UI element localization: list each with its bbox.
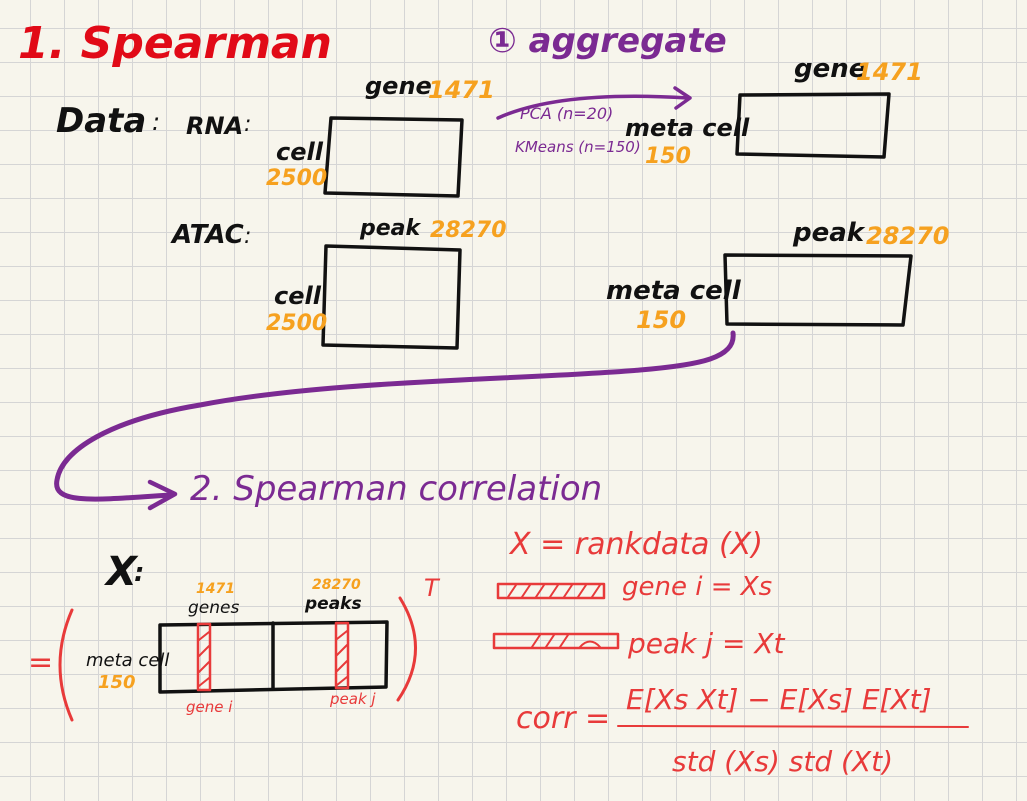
transpose-label: T <box>424 574 439 602</box>
pca-label: PCA (n=20) <box>520 104 614 123</box>
x-row-count: 150 <box>98 672 136 693</box>
peaks-label: peaks <box>305 594 362 614</box>
rna-gene-label: gene <box>365 72 432 100</box>
left-paren <box>58 608 74 722</box>
x-matrix-box <box>158 620 389 694</box>
corr-numerator: E[Xs Xt] − E[Xs] E[Xt] <box>626 683 932 716</box>
atac-meta-matrix-box <box>723 253 913 327</box>
aggregate-arrowhead <box>673 86 692 110</box>
rna-gene-count: 1471 <box>428 76 495 104</box>
peak-j-column <box>334 621 350 690</box>
gene-i-column <box>196 622 212 692</box>
data-label: Data <box>56 101 147 141</box>
x-row-label: meta cell <box>86 650 170 671</box>
atac-meta-peak-count: 28270 <box>866 222 950 250</box>
data-colon: : <box>152 108 161 136</box>
gene-i-label: gene i <box>186 698 233 716</box>
aggregate-step-title: ① aggregate <box>488 21 727 61</box>
rna-meta-cell-label: meta cell <box>625 114 750 142</box>
atac-cell-label: cell <box>274 282 321 310</box>
rna-matrix-box <box>323 116 464 198</box>
rna-label: RNA <box>186 112 244 140</box>
flow-arrow <box>54 330 736 502</box>
atac-meta-peak-label: peak <box>793 218 865 248</box>
atac-label: ATAC <box>172 220 244 250</box>
equals-sign: = <box>28 645 54 680</box>
kmeans-label: KMeans (n=150) <box>515 138 641 156</box>
x-label: X <box>106 549 137 595</box>
rna-meta-gene-count: 1471 <box>856 58 923 86</box>
rna-cell-count: 2500 <box>266 166 328 191</box>
corr-label: corr = <box>516 701 611 736</box>
rna-meta-matrix-box <box>735 92 891 159</box>
peak-row-line: peak j = Xt <box>628 627 785 660</box>
page-heading: 1. Spearman <box>18 18 332 69</box>
rna-meta-cell-count: 150 <box>645 144 691 169</box>
corr-denominator: std (Xs) std (Xt) <box>672 745 894 778</box>
peaks-count: 28270 <box>312 577 361 593</box>
atac-peak-label: peak <box>360 216 421 241</box>
peak-row-strip <box>492 632 620 650</box>
rna-colon: : <box>244 112 252 137</box>
atac-matrix-box <box>321 244 462 350</box>
x-colon: : <box>134 558 145 588</box>
correlation-step-title: 2. Spearman correlation <box>190 469 603 509</box>
aggregate-arrow <box>496 94 690 120</box>
flow-arrowhead <box>147 479 178 511</box>
right-paren <box>396 596 417 702</box>
atac-meta-cell-label: meta cell <box>606 276 741 306</box>
peak-j-label: peak j <box>330 690 376 708</box>
atac-cell-count: 2500 <box>266 311 328 336</box>
gene-row-line: gene i = Xs <box>622 572 773 602</box>
rna-meta-gene-label: gene <box>794 54 867 84</box>
rna-cell-label: cell <box>276 138 323 166</box>
genes-label: genes <box>188 598 240 618</box>
atac-colon: : <box>244 224 252 249</box>
genes-count: 1471 <box>196 581 235 597</box>
fraction-line <box>617 725 969 728</box>
atac-meta-cell-count: 150 <box>636 306 687 334</box>
atac-peak-count: 28270 <box>430 218 507 243</box>
rankdata-line: X = rankdata (X) <box>510 527 763 562</box>
gene-row-strip <box>496 582 606 600</box>
